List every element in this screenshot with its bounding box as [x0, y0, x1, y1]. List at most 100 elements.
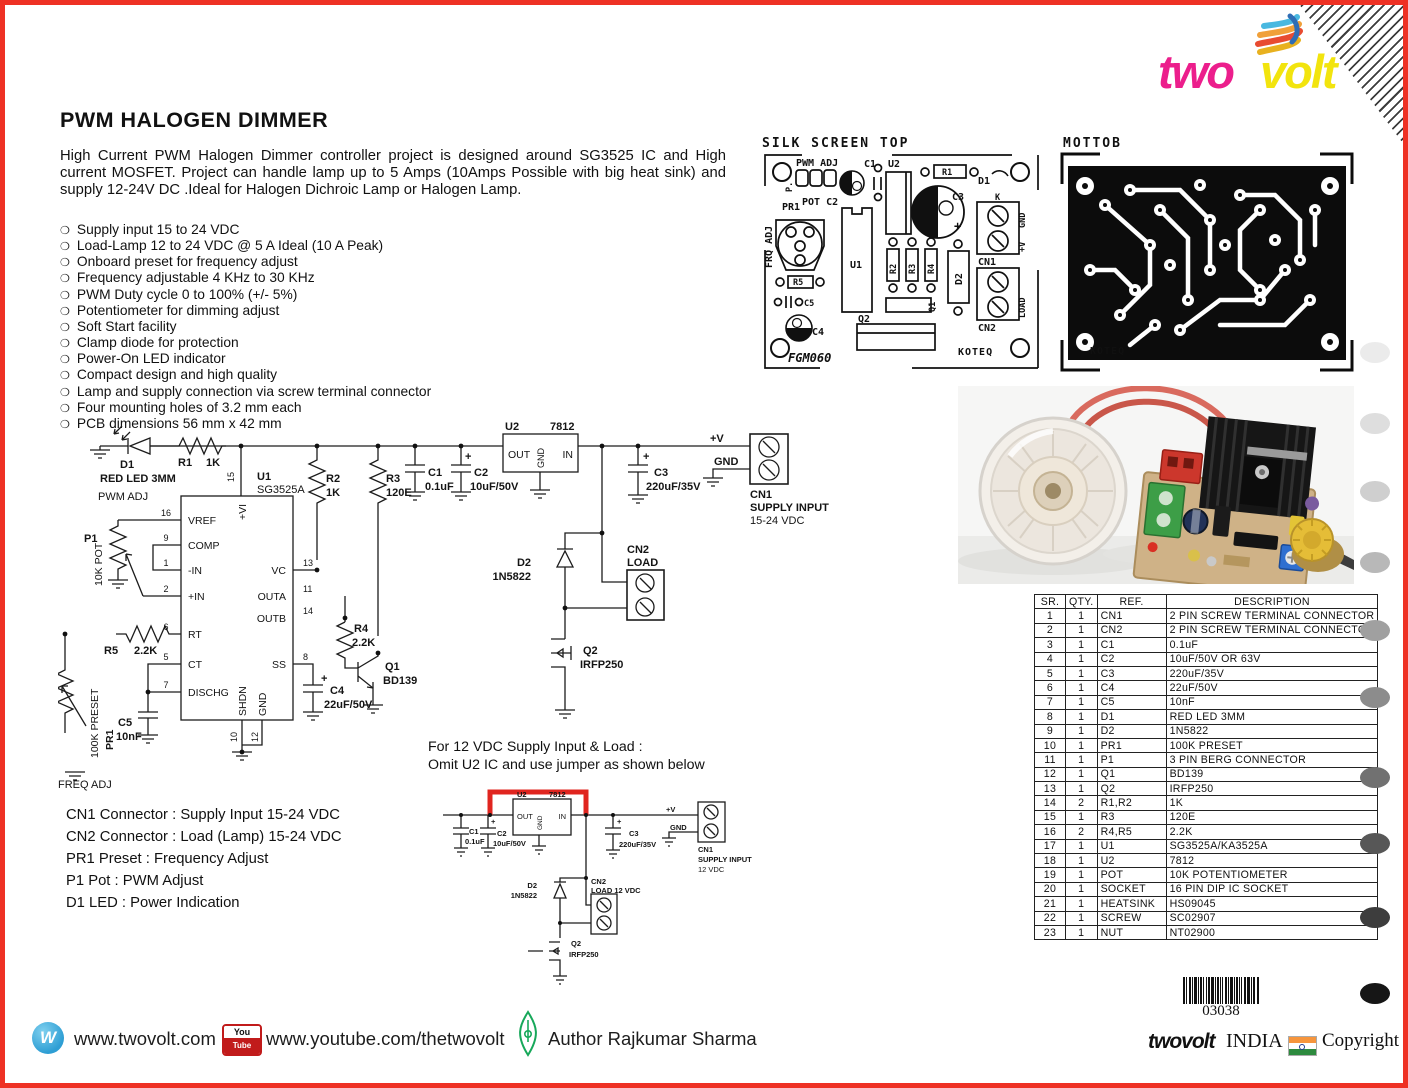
- u1-pin-outb: OUTB: [257, 613, 286, 625]
- v-u2-val: 7812: [549, 790, 566, 799]
- youtube-icon: You Tube: [222, 1024, 262, 1056]
- r3-ref: R3: [386, 473, 400, 485]
- u2-gnd: GND: [536, 448, 546, 469]
- note-line: CN1 Connector : Supply Input 15-24 VDC: [66, 807, 340, 823]
- v-u2-in: IN: [559, 812, 567, 821]
- silk-u1-outline: [841, 207, 873, 313]
- note-line: PR1 Preset : Frequency Adjust: [66, 851, 269, 867]
- c3-val: 220uF/35V: [646, 481, 701, 493]
- silk-r4-label: R4: [927, 264, 937, 274]
- photo-ic: [1233, 531, 1279, 550]
- photo-led: [1147, 542, 1158, 553]
- silk-board-id: FGM060: [788, 351, 831, 365]
- variant-junctions: [459, 813, 615, 925]
- silk-cn1-outline: [976, 201, 1020, 255]
- bullet-icon: ❍: [60, 304, 70, 318]
- feature-item: ❍Lamp and supply connection via screw te…: [60, 383, 432, 399]
- u1-pin-inp: +IN: [188, 591, 205, 603]
- feature-item: ❍Load-Lamp 12 to 24 VDC @ 5 A Ideal (10 …: [60, 238, 384, 254]
- r2-val: 1K: [326, 487, 340, 499]
- c4-val: 22uF/50V: [324, 699, 373, 711]
- pr1-val: 100K PRESET: [89, 688, 101, 758]
- silkscreen-title: SILK SCREEN TOP: [762, 136, 910, 151]
- pin2: 2: [163, 584, 168, 594]
- c2-ref: C2: [474, 467, 488, 479]
- red-jumper: [487, 789, 589, 815]
- grayscale-dot: [1360, 983, 1390, 1004]
- v-c2-ref: C2: [497, 829, 507, 838]
- pr1-ref: PR1: [104, 729, 116, 750]
- schematic-wires: [58, 425, 750, 781]
- pcb-koteq-brand: KOTEQ: [1090, 346, 1125, 357]
- grayscale-dot: [1360, 552, 1390, 573]
- silk-d1-arc: [991, 170, 1009, 177]
- c1-val: 0.1uF: [425, 481, 454, 493]
- pin9: 9: [163, 533, 168, 543]
- flag-green: [1289, 1049, 1316, 1055]
- silk-d2-label: D2: [954, 273, 965, 285]
- youtube-link[interactable]: www.youtube.com/thetwovolt: [266, 1028, 505, 1049]
- features-list: ❍Supply input 15 to 24 VDC❍Load-Lamp 12 …: [60, 222, 431, 432]
- r1-ref: R1: [178, 457, 192, 469]
- silkscreen-diagram: PWM ADJ P. POT C2 C1 U2 R1 D1 K: [764, 154, 1039, 369]
- bullet-icon: ❍: [60, 256, 70, 270]
- bullet-icon: ❍: [60, 385, 70, 399]
- silk-koteq-brand: KOTEQ: [958, 347, 993, 358]
- silk-c1-label: C1: [864, 159, 876, 170]
- footer-country: INDIA: [1226, 1030, 1283, 1052]
- u1-pin-vc: VC: [271, 565, 286, 577]
- silk-c3-plus: +: [954, 219, 961, 233]
- feature-item: ❍Frequency adjustable 4 KHz to 30 KHz: [60, 270, 315, 286]
- cn2-val: LOAD: [627, 557, 658, 569]
- v-c3-ref: C3: [629, 829, 639, 838]
- variant-heading-line1: For 12 VDC Supply Input & Load :: [428, 739, 643, 755]
- cn1-line1: SUPPLY INPUT: [750, 502, 829, 514]
- pcb-bottom-title: MOTTOB: [1063, 136, 1122, 151]
- c2-plus: +: [465, 451, 471, 463]
- u2-out: OUT: [508, 449, 531, 461]
- silk-c1-cap: [873, 163, 883, 202]
- u1-pin-gnd: GND: [257, 692, 269, 716]
- v-u2-out: OUT: [517, 812, 533, 821]
- photo-red-terminal: [1159, 449, 1204, 485]
- feature-item: ❍PCB dimensions 56 mm x 42 mm: [60, 415, 282, 431]
- grayscale-dot: [1360, 687, 1390, 708]
- u1-pin-outa: OUTA: [258, 591, 286, 603]
- c3-ref: C3: [654, 467, 668, 479]
- silk-d1-label: D1: [978, 176, 990, 187]
- logo-text-two: two: [1158, 45, 1235, 98]
- silk-r5-label: R5: [793, 278, 803, 288]
- silk-pr1-label: PR1: [782, 202, 800, 213]
- v-c1-ref: C1: [469, 827, 479, 836]
- variant-cn2: [590, 893, 618, 935]
- u2-in: IN: [563, 449, 574, 461]
- silk-p-label: P.: [785, 182, 795, 192]
- flag-saffron: [1289, 1037, 1316, 1043]
- youtube-icon-top: You: [224, 1026, 260, 1038]
- d2-val: 1N5822: [492, 571, 531, 583]
- logo-swirl-icon: [1255, 13, 1303, 55]
- website-link[interactable]: www.twovolt.com: [74, 1028, 216, 1049]
- pin14: 14: [303, 606, 313, 616]
- u1-pin-dischg: DISCHG: [188, 687, 229, 699]
- grayscale-dot: [1360, 833, 1390, 854]
- u1-ref: U1: [257, 471, 271, 483]
- grayscale-dot: [1360, 767, 1390, 788]
- table-header-row: SR. QTY. REF. DESCRIPTION: [1034, 593, 1379, 610]
- silk-p1-header: [795, 169, 837, 187]
- v-cn1-line2: 12 VDC: [698, 865, 725, 874]
- freq-adj-label: FREQ ADJ: [58, 779, 112, 791]
- v-c2-val: 10uF/50V: [493, 839, 526, 848]
- youtube-icon-bottom: Tube: [224, 1038, 260, 1054]
- r4-val: 2.2K: [352, 637, 375, 649]
